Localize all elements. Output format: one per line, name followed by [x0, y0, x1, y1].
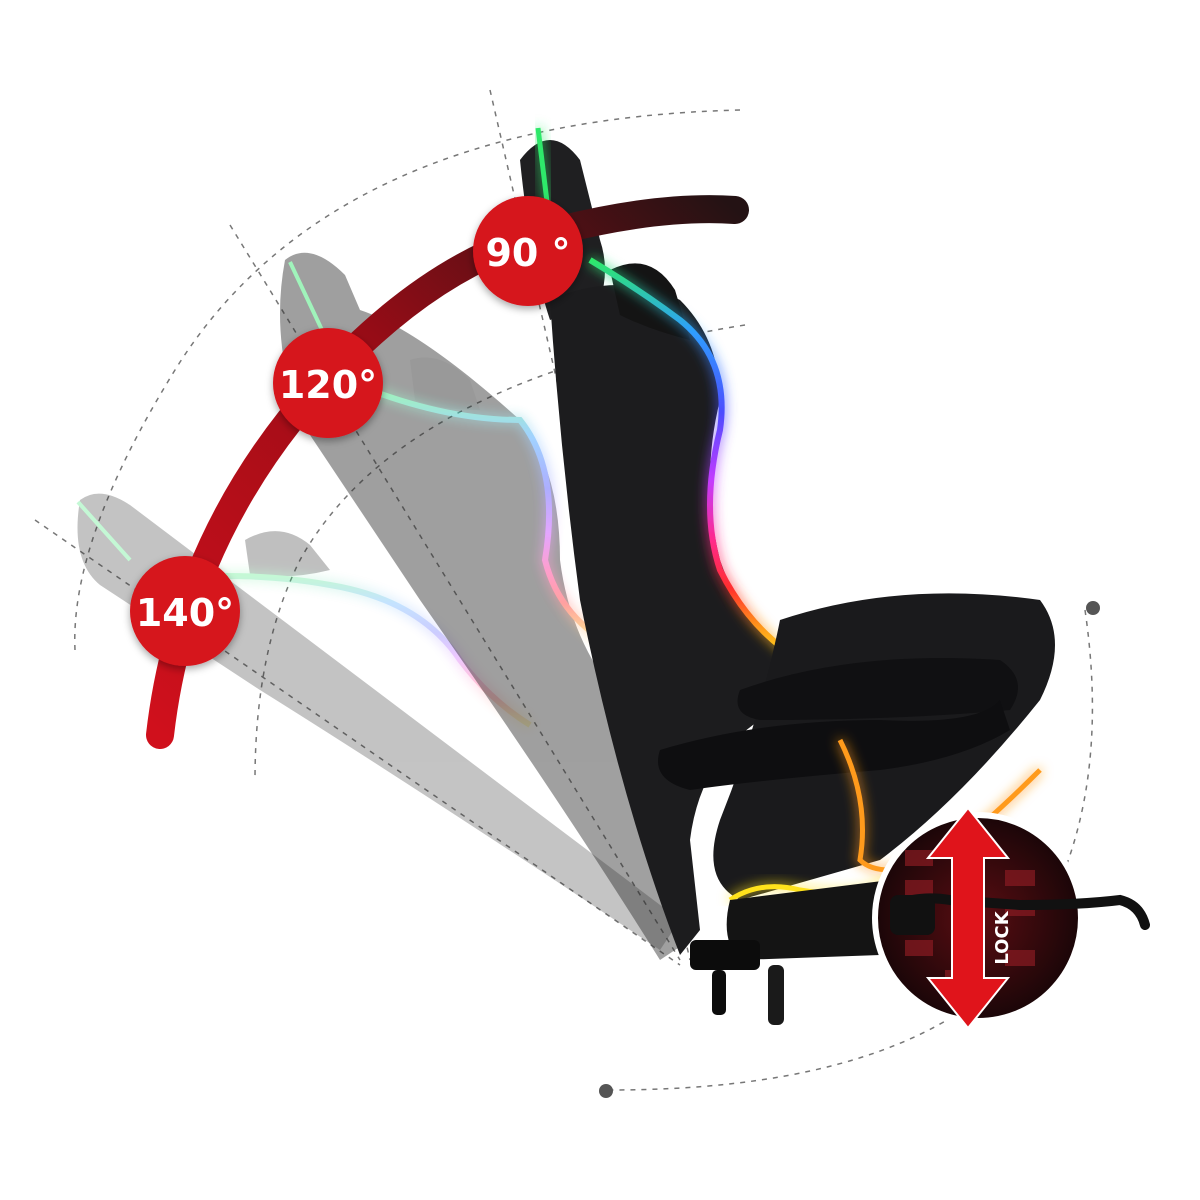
- svg-text:120°: 120°: [279, 363, 377, 407]
- svg-text:140°: 140°: [136, 591, 234, 635]
- lock-label: LOCK: [992, 910, 1013, 964]
- angle-badge-90: 90 °: [473, 196, 583, 306]
- svg-text:90 °: 90 °: [485, 231, 570, 275]
- guide-dot-bottom: [599, 1084, 613, 1098]
- guide-dot-top: [1086, 601, 1100, 615]
- angle-badge-120: 120°: [273, 328, 383, 438]
- chair-ghost-120: [280, 252, 690, 960]
- up-down-arrow-icon: [925, 806, 1011, 1030]
- angle-badge-140: 140°: [130, 556, 240, 666]
